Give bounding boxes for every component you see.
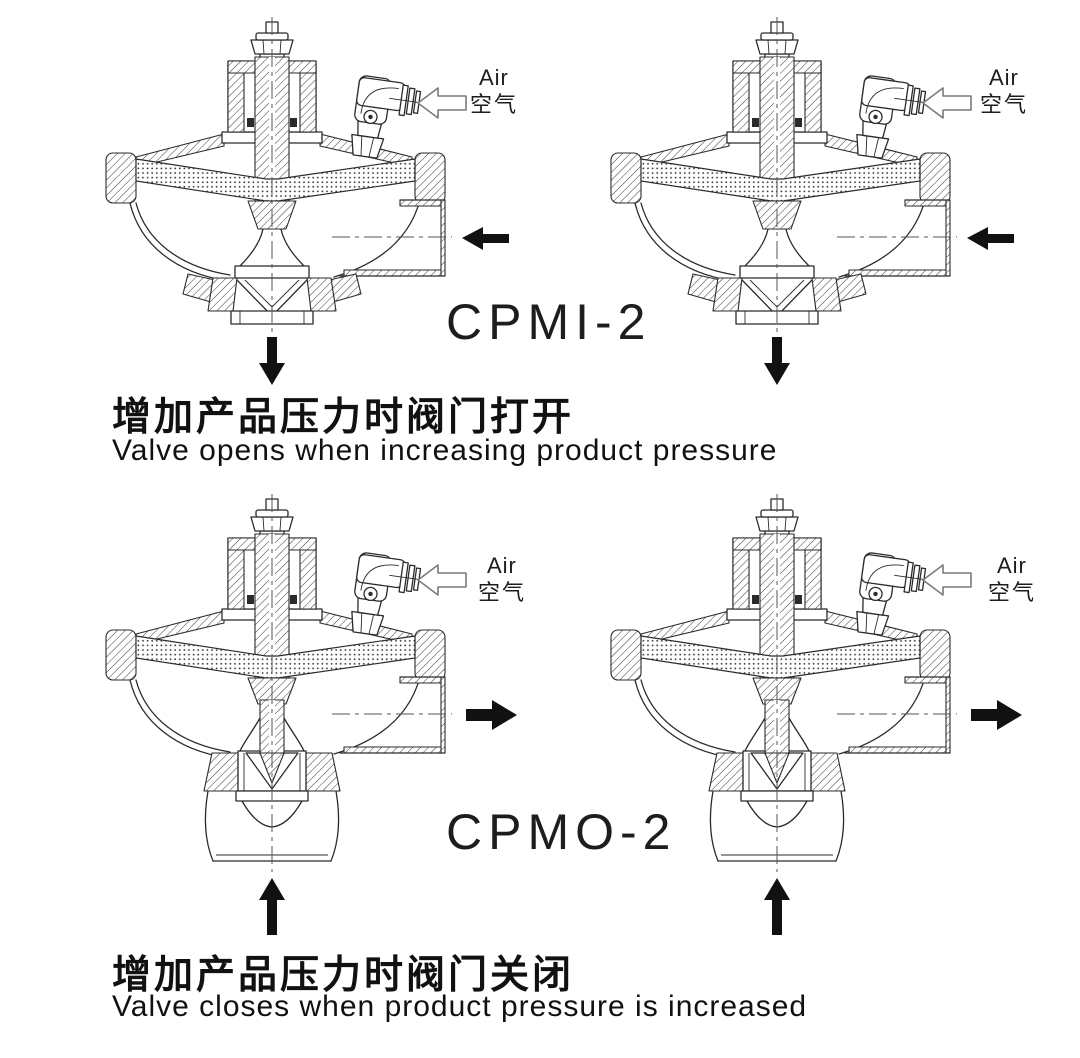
product-outlet-down-arrow-left-valve [259,337,285,385]
caption-en-cpmo: Valve closes when product pressure is in… [112,990,808,1023]
air-label-en: Air [989,65,1019,90]
product-inlet-arrow-left-valve [462,227,509,250]
air-label: Air 空气 [980,64,1028,118]
model-label-cpmi: CPMI-2 [446,294,652,350]
air-label-en: Air [997,553,1027,578]
caption-zh-cpmo: 增加产品压力时阀门关闭 [112,954,575,997]
product-inlet-up-arrow-left-valve [259,878,285,935]
air-label-zh: 空气 [470,92,519,117]
caption-zh-cpmi: 增加产品压力时阀门打开 [112,396,575,439]
product-outlet-down-arrow-right-valve [764,337,790,385]
caption-en-cpmi: Valve opens when increasing product pres… [112,434,778,467]
product-outlet-arrow-right-valve [971,700,1022,730]
valve-cross-section-cpmi-left [105,17,467,333]
air-label-en: Air [479,65,509,90]
air-label-zh: 空气 [478,580,527,605]
model-label-cpmo: CPMO-2 [446,804,677,860]
air-label-en: Air [487,553,517,578]
air-label-zh: 空气 [988,580,1037,605]
product-outlet-arrow-left-valve [466,700,517,730]
product-inlet-arrow-right-valve [967,227,1014,250]
valve-cross-section-cpmo-left [105,494,467,872]
air-label-zh: 空气 [980,92,1029,117]
air-label: Air 空气 [470,64,518,118]
air-label: Air 空气 [988,552,1036,606]
air-label: Air 空气 [478,552,526,606]
product-inlet-up-arrow-right-valve [764,878,790,935]
valve-cross-section-cpmi-right [610,17,972,333]
